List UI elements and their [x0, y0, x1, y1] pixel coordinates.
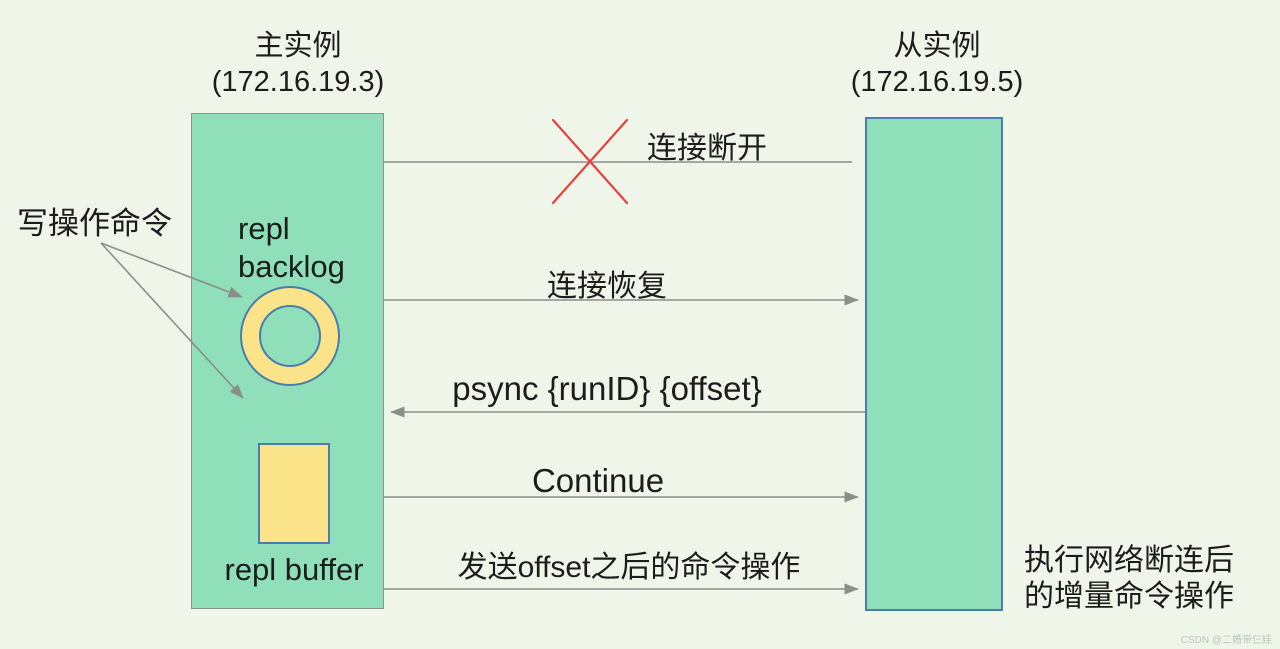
replica-title-ip: (172.16.19.5) [850, 66, 1024, 98]
replica-note-line2: 的增量命令操作 [1024, 580, 1234, 613]
replica-note-line1: 执行网络断连后 [1024, 544, 1234, 577]
master-title-ip: (172.16.19.3) [211, 66, 385, 98]
repl-backlog-label-line2: backlog [238, 249, 345, 284]
watermark: CSDN @二婚带仨娃 [1180, 635, 1272, 646]
repl-backlog-label-line1: repl [238, 211, 290, 246]
replica-title-name: 从实例 [893, 30, 981, 62]
write-commands-label: 写操作命令 [17, 206, 172, 241]
message-send-offset: 发送offset之后的命令操作 [457, 551, 801, 584]
write-commands-pointer-backlog [100, 242, 243, 298]
repl-backlog-ring-hole [259, 305, 321, 367]
repl-backlog-label: repl backlog [238, 210, 345, 286]
repl-buffer-box [258, 443, 330, 544]
broken-x-icon [551, 118, 629, 205]
message-psync: psync {runID} {offset} [452, 370, 762, 407]
message-connection-restore: 连接恢复 [547, 270, 667, 303]
repl-buffer-label: repl buffer [224, 552, 364, 587]
write-commands-pointer-buffer [100, 242, 244, 399]
master-title: 主实例 (172.16.19.3) [212, 28, 385, 100]
replica-instance-box [865, 117, 1003, 611]
master-title-name: 主实例 [254, 30, 342, 62]
replica-title: 从实例 (172.16.19.5) [851, 28, 1024, 100]
message-continue: Continue [531, 462, 665, 499]
replica-note: 执行网络断连后 的增量命令操作 [1024, 543, 1234, 615]
repl-backlog-ring-icon [240, 286, 340, 386]
message-connection-broken: 连接断开 [647, 132, 767, 165]
